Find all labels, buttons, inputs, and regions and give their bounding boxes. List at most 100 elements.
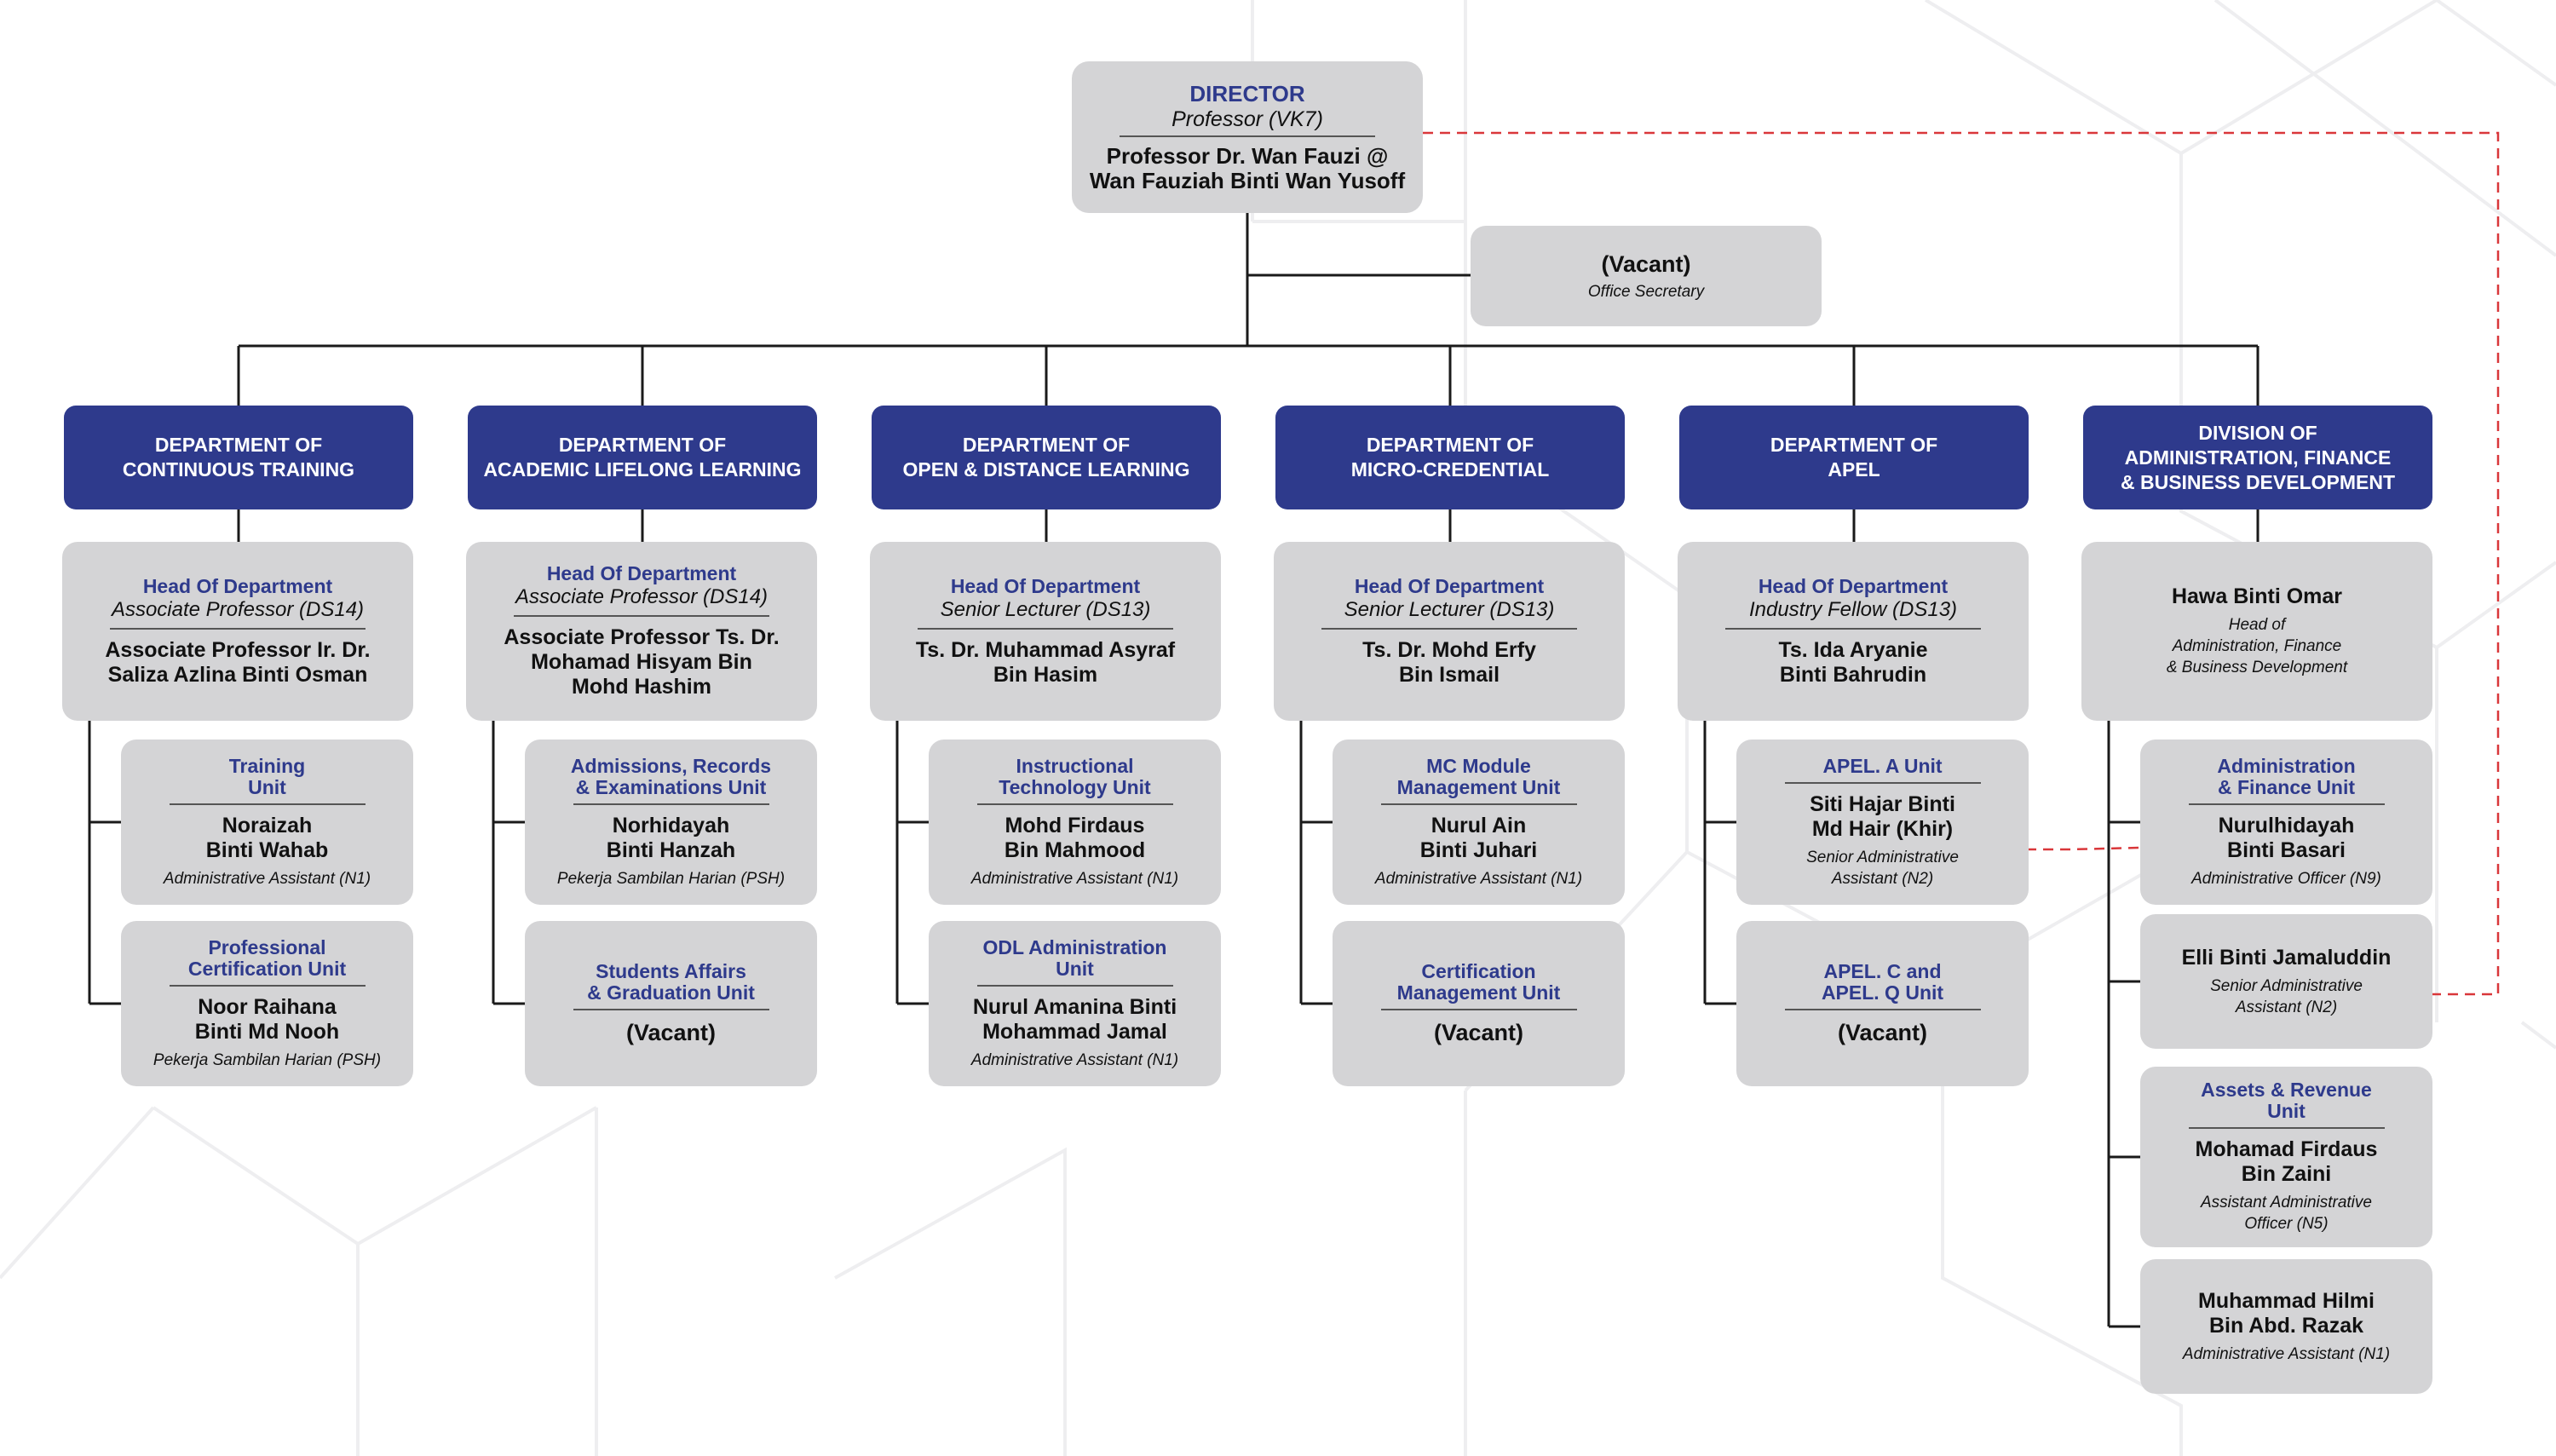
unit-name: Professional Certification Unit [187, 935, 347, 980]
divider [2188, 1127, 2385, 1129]
head-role: Head Of Department [546, 562, 737, 584]
divider [110, 627, 366, 630]
head-role: Head Of Department [1758, 574, 1949, 597]
head-grade: Associate Professor (DS14) [111, 597, 365, 621]
department-header: DEPARTMENT OF ACADEMIC LIFELONG LEARNING [468, 406, 817, 509]
staff-name: Mohd Firdaus Bin Mahmood [1004, 813, 1146, 862]
unit-name: Administration & Finance Unit [2217, 754, 2356, 798]
staff-name: Siti Hajar Binti Md Hair (Khir) [1810, 791, 1955, 841]
staff-name: (Vacant) [1837, 1020, 1928, 1045]
head-name: Associate Professor Ts. Dr. Mohamad Hisy… [504, 625, 780, 699]
unit-name: Certification Management Unit [1396, 960, 1561, 1004]
director-grade: Professor (VK7) [1172, 107, 1323, 131]
staff-post: Senior Administrative Assistant (N2) [1806, 848, 1959, 888]
unit-name: MC Module Management Unit [1396, 754, 1561, 798]
divider [2188, 803, 2385, 805]
divider [976, 984, 1173, 987]
divider [1784, 781, 1981, 784]
department-header: DEPARTMENT OF OPEN & DISTANCE LEARNING [872, 406, 1221, 509]
department-header: DEPARTMENT OF CONTINUOUS TRAINING [64, 406, 413, 509]
divider [1321, 627, 1577, 630]
divider [573, 1009, 769, 1010]
staff-name: Nurul Amanina Binti Mohammad Jamal [972, 994, 1177, 1044]
staff-post: Administrative Assistant (N1) [970, 869, 1179, 888]
divider [976, 803, 1173, 805]
head-role: Head Of Department [142, 574, 333, 597]
unit-name: APEL. C and APEL. Q Unit [1821, 960, 1944, 1004]
staff-post: Administrative Assistant (N1) [163, 869, 371, 888]
director-title: DIRECTOR [1189, 81, 1305, 106]
reporting-dashed-line [1423, 131, 2500, 996]
head-grade: Associate Professor (DS14) [515, 585, 769, 608]
divider [1725, 627, 1981, 630]
staff-post: Assistant Administrative Officer (N5) [2201, 1194, 2372, 1233]
head-name: Ts. Dr. Mohd Erfy Bin Ismail [1362, 637, 1536, 687]
head-role: Head Of Department [1354, 574, 1545, 597]
unit-name: Assets & Revenue Unit [2201, 1079, 2372, 1122]
unit-name: Instructional Technology Unit [999, 754, 1151, 798]
divider [1784, 1009, 1981, 1010]
unit-box: Certification Management Unit (Vacant) [1333, 921, 1625, 1086]
director-name: Professor Dr. Wan Fauzi @ Wan Fauziah Bi… [1089, 143, 1406, 193]
unit-name: APEL. A Unit [1822, 754, 1943, 777]
staff-post: Senior Administrative Assistant (N2) [2210, 976, 2363, 1016]
director-box: DIRECTOR Professor (VK7) Professor Dr. W… [1072, 61, 1423, 213]
staff-name: (Vacant) [1433, 1020, 1524, 1045]
secretary-box: (Vacant) Office Secretary [1471, 226, 1822, 326]
unit-name: Admissions, Records & Examinations Unit [570, 754, 772, 798]
department-header: DEPARTMENT OF MICRO-CREDENTIAL [1275, 406, 1625, 509]
head-name: Associate Professor Ir. Dr. Saliza Azlin… [105, 637, 371, 687]
unit-box: APEL. C and APEL. Q Unit (Vacant) [1736, 921, 2029, 1086]
head-role: Head Of Department [950, 574, 1141, 597]
staff-name: (Vacant) [625, 1020, 717, 1045]
staff-name: Nurulhidayah Binti Basari [2218, 813, 2355, 862]
department-header: DIVISION OF ADMINISTRATION, FINANCE & BU… [2083, 406, 2432, 509]
head-post: Head of Administration, Finance & Busine… [2166, 616, 2348, 676]
divider [514, 615, 769, 617]
unit-name: Training Unit [228, 754, 306, 798]
divider [169, 803, 366, 805]
unit-name: Students Affairs & Graduation Unit [587, 960, 755, 1004]
staff-post: Administrative Officer (N9) [2191, 869, 2381, 888]
head-grade: Industry Fellow (DS13) [1748, 597, 1958, 621]
unit-name: ODL Administration Unit [982, 935, 1167, 980]
staff-name: Mohamad Firdaus Bin Zaini [2195, 1137, 2378, 1186]
head-name: Ts. Ida Aryanie Binti Bahrudin [1778, 637, 1928, 687]
reporting-dashed-line [2026, 846, 2141, 851]
department-header: DEPARTMENT OF APEL [1679, 406, 2029, 509]
staff-name: Noraizah Binti Wahab [205, 813, 329, 862]
staff-name: Noor Raihana Binti Md Nooh [194, 994, 340, 1044]
head-grade: Senior Lecturer (DS13) [940, 597, 1151, 621]
unit-box: Students Affairs & Graduation Unit (Vacan… [525, 921, 817, 1086]
head-name: Ts. Dr. Muhammad Asyraf Bin Hasim [915, 637, 1176, 687]
staff-post: Pekerja Sambilan Harian (PSH) [556, 869, 786, 888]
staff-name: Norhidayah Binti Hanzah [606, 813, 736, 862]
staff-name: Elli Binti Jamaluddin [2181, 945, 2392, 970]
staff-name: Nurul Ain Binti Juhari [1419, 813, 1538, 862]
divider [1380, 1009, 1577, 1010]
divider [169, 984, 366, 987]
staff-name: Muhammad Hilmi Bin Abd. Razak [2198, 1288, 2375, 1338]
staff-post: Administrative Assistant (N1) [2182, 1344, 2391, 1363]
divider [1120, 135, 1375, 137]
divider [1380, 803, 1577, 805]
head-grade: Senior Lecturer (DS13) [1344, 597, 1555, 621]
staff-post: Administrative Assistant (N1) [1374, 869, 1583, 888]
